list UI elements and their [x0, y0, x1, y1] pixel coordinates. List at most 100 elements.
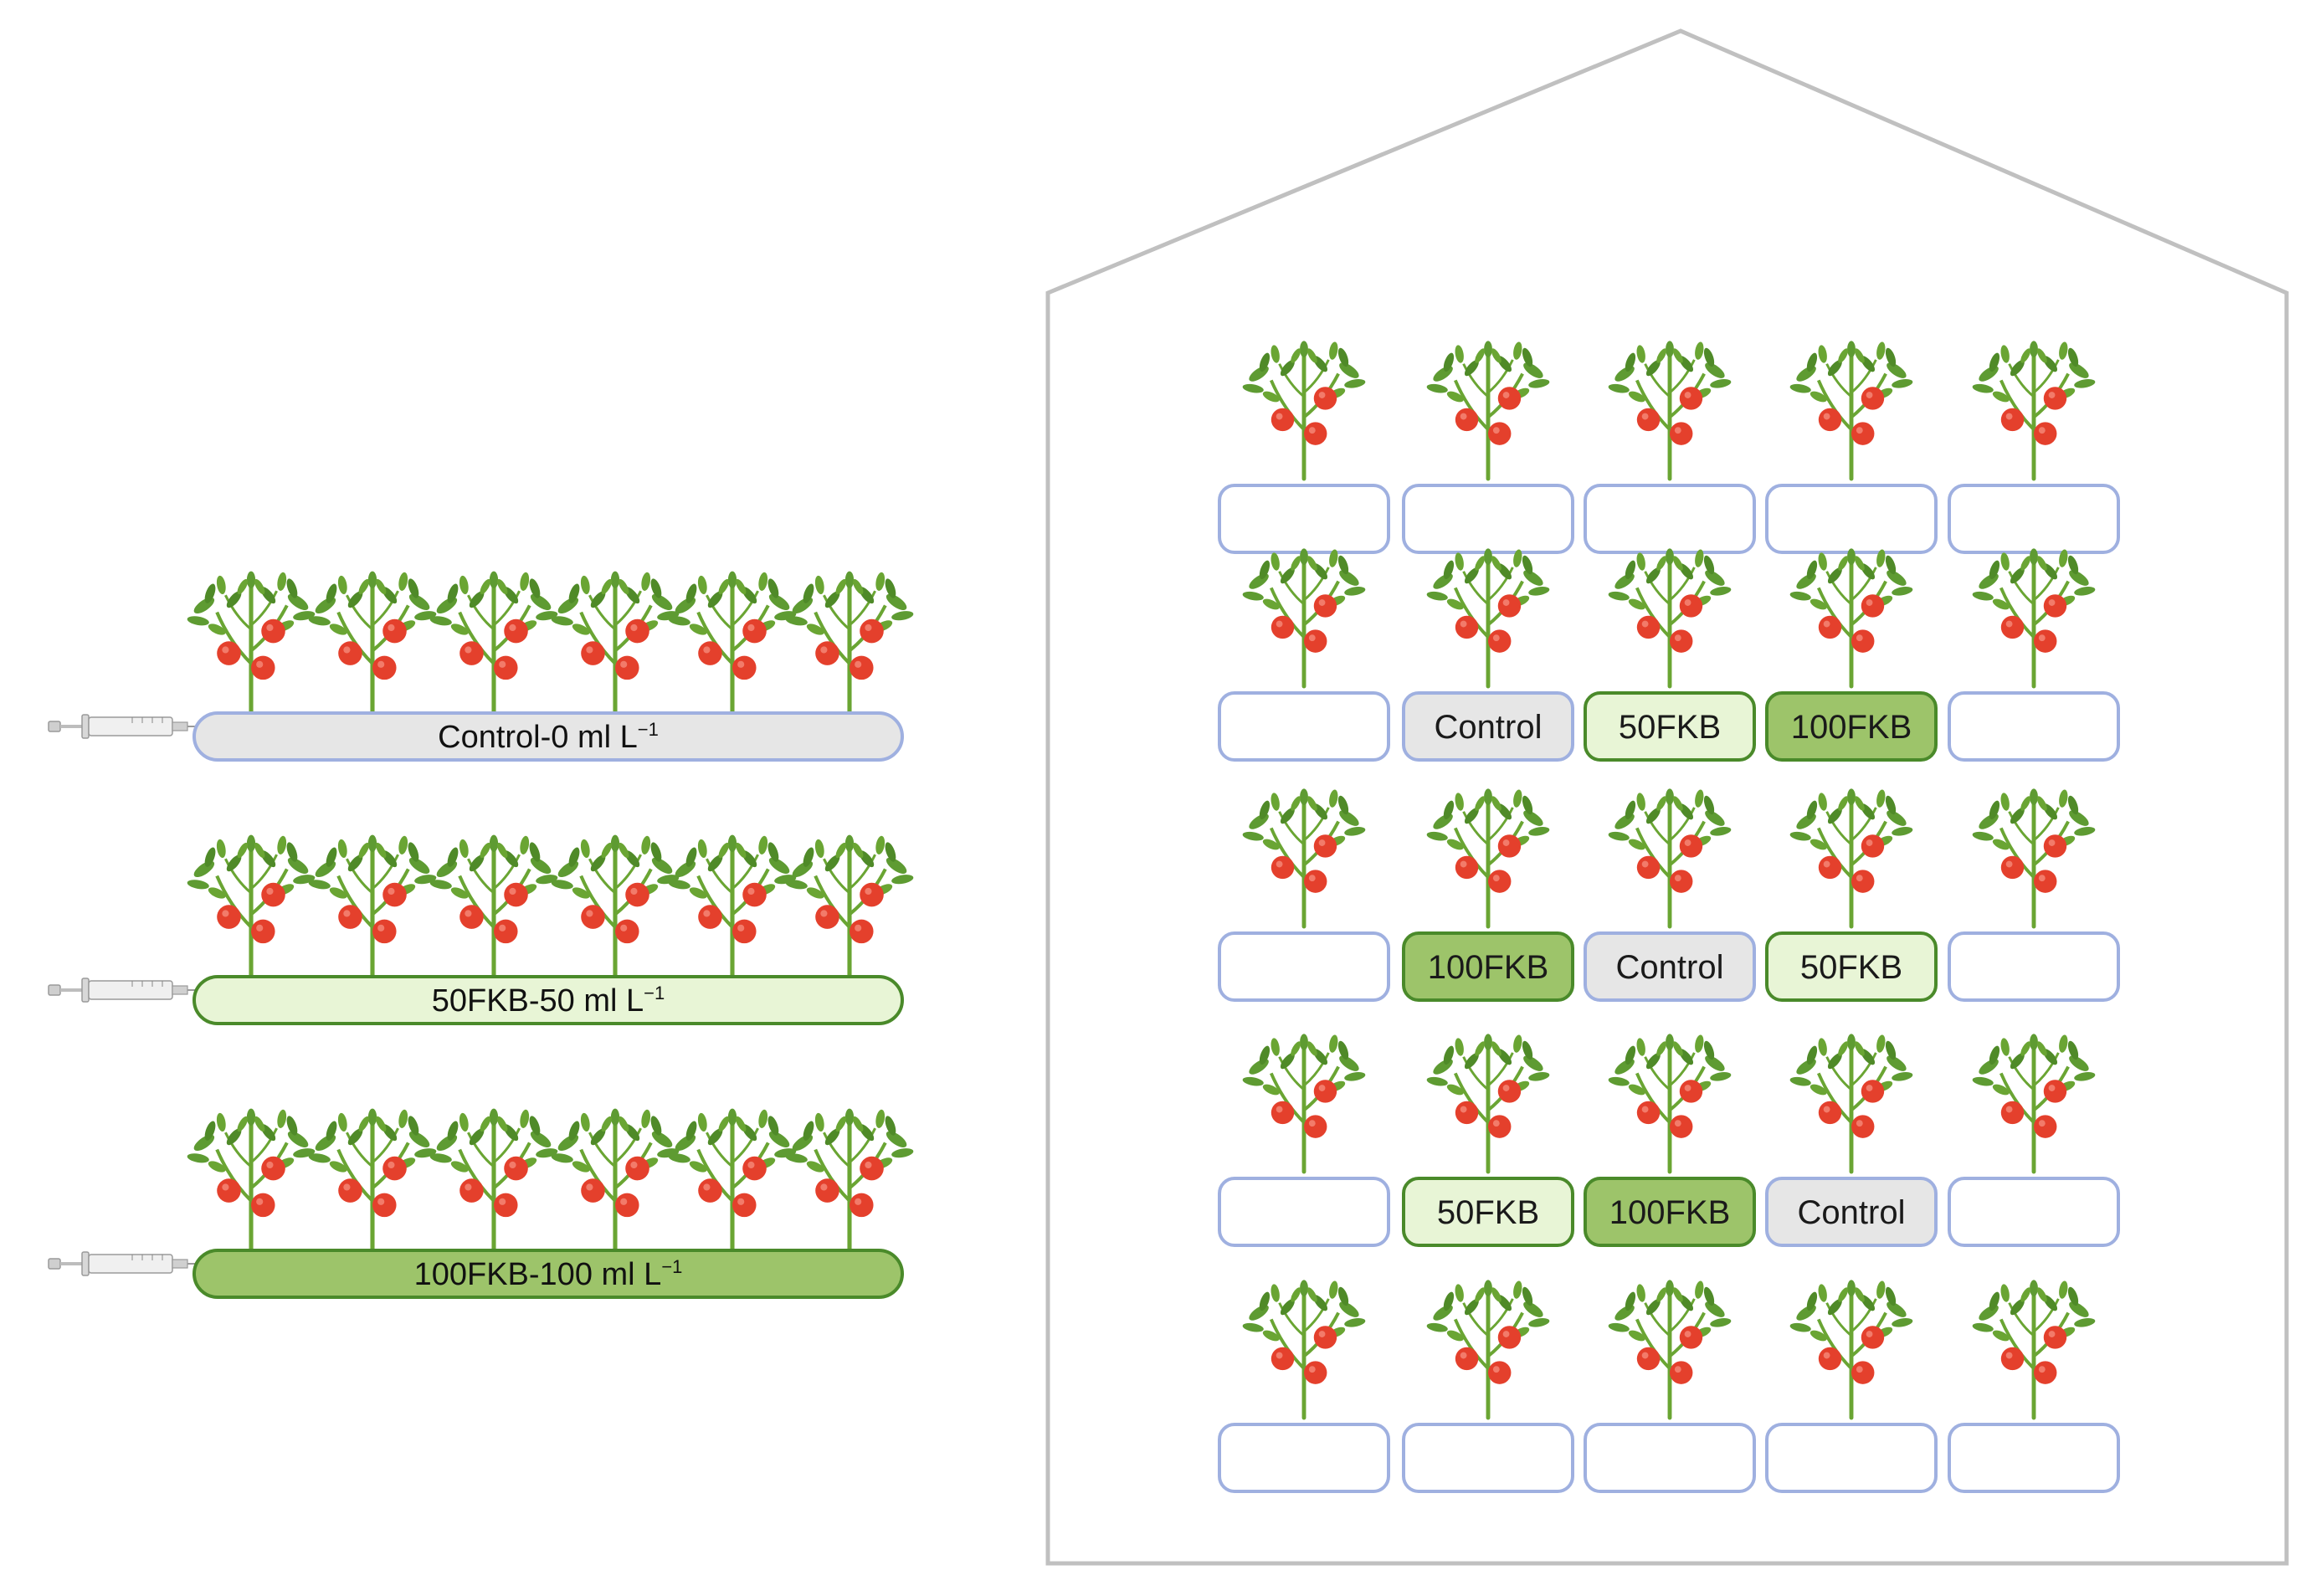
plot-box: [1765, 484, 1938, 554]
plot-label: 100FKB: [1428, 949, 1549, 986]
plot-box: [1584, 1177, 1756, 1247]
tomato-plant: [551, 1109, 680, 1252]
tomato-plant: [187, 572, 316, 715]
tomato-plant: [1972, 1280, 2096, 1418]
tomato-plant: [1789, 548, 1913, 686]
plot-box: [1948, 691, 2120, 762]
tomato-plant: [1242, 1280, 1366, 1418]
plot-box: [1402, 1423, 1574, 1493]
syringe-icon: [48, 1251, 217, 1276]
tomato-plant: [1789, 1034, 1913, 1172]
treatment-row: 50FKB-50 ml L−1: [48, 835, 914, 1025]
plot-box: [1218, 1177, 1390, 1247]
plot-cell: [1218, 341, 1390, 554]
tomato-plant: [668, 1109, 797, 1252]
tomato-plant: [1789, 1280, 1913, 1418]
plot-box: [1584, 1423, 1756, 1493]
tomato-plant: [1789, 341, 1913, 479]
plot-box: [1948, 1423, 2120, 1493]
tomato-plant: [1426, 341, 1550, 479]
tomato-plant: [308, 835, 437, 978]
plot-box: [1948, 1177, 2120, 1247]
plot-cell: 50FKB: [1584, 548, 1756, 762]
plot-cell: [1948, 341, 2120, 554]
plot-box: [1402, 484, 1574, 554]
plot-label: Control: [1616, 949, 1724, 986]
treatment-bar: [192, 1249, 904, 1299]
plot-box: [1402, 1177, 1574, 1247]
tomato-plant: [1972, 1034, 2096, 1172]
tomato-plant: [1789, 788, 1913, 926]
tomato-plant: [785, 835, 914, 978]
tomato-plant: [785, 1109, 914, 1252]
plot-box: [1765, 1177, 1938, 1247]
plot-cell: [1402, 341, 1574, 554]
tomato-plant: [1608, 341, 1732, 479]
unit-superscript: −1: [661, 1256, 682, 1277]
plot-cell: [1402, 1280, 1574, 1493]
treatment-bar: [192, 711, 904, 762]
plot-box: [1218, 691, 1390, 762]
tomato-plant: [429, 572, 558, 715]
plot-box: [1948, 484, 2120, 554]
treatment-rows: Control-0 ml L−1 50FKB-50 ml L−1 100FKB-10…: [48, 572, 914, 1299]
plot-cell: Control: [1765, 1034, 1938, 1247]
plot-label: 50FKB: [1619, 709, 1721, 746]
treatment-label: 50FKB-50 ml L−1: [432, 983, 665, 1019]
tomato-plant: [1426, 1034, 1550, 1172]
plot-label: Control: [1435, 709, 1543, 746]
tomato-plant: [308, 1109, 437, 1252]
plot-label: 100FKB: [1609, 1194, 1731, 1231]
plot-cell: [1584, 341, 1756, 554]
plot-box: [1584, 931, 1756, 1002]
treatment-bar: [192, 975, 904, 1025]
plot-cell: 100FKB: [1765, 548, 1938, 762]
tomato-plant: [308, 572, 437, 715]
plot-cell: [1218, 1280, 1390, 1493]
plot-box: [1218, 931, 1390, 1002]
unit-superscript: −1: [638, 719, 659, 740]
tomato-plant: [1242, 341, 1366, 479]
plot-cell: 50FKB: [1402, 1034, 1574, 1247]
plot-cell: Control: [1402, 548, 1574, 762]
treatment-label: 100FKB-100 ml L−1: [414, 1256, 683, 1292]
syringe-icon: [48, 978, 217, 1003]
treatment-row: 100FKB-100 ml L−1: [48, 1109, 914, 1299]
unit-superscript: −1: [644, 983, 665, 1003]
plot-box: [1402, 931, 1574, 1002]
treatment-label: Control-0 ml L−1: [438, 719, 659, 755]
plot-cell: [1218, 1034, 1390, 1247]
syringe-icon: [48, 714, 217, 739]
greenhouse-layout: Control 50FKB 100FKB 100FKB Control 50FKB 50FK…: [1045, 28, 2289, 1566]
plot-label: 50FKB: [1437, 1194, 1539, 1231]
plot-label: 100FKB: [1791, 709, 1912, 746]
tomato-plant: [1608, 788, 1732, 926]
tomato-plant: [1242, 788, 1366, 926]
plot-box: [1948, 931, 2120, 1002]
tomato-plant: [1426, 1280, 1550, 1418]
plot-box: [1218, 484, 1390, 554]
plot-cell: [1948, 548, 2120, 762]
plot-cell: [1218, 788, 1390, 1002]
plot-box: [1218, 1423, 1390, 1493]
plot-box: [1765, 931, 1938, 1002]
tomato-plant: [187, 1109, 316, 1252]
tomato-plant: [1426, 548, 1550, 686]
plot-box: [1765, 1423, 1938, 1493]
tomato-plant: [551, 572, 680, 715]
tomato-plant: [1608, 1280, 1732, 1418]
greenhouse-outline: [1045, 28, 2289, 1566]
plot-cell: 100FKB: [1584, 1034, 1756, 1247]
plot-cell: 50FKB: [1765, 788, 1938, 1002]
plot-cell: [1765, 341, 1938, 554]
tomato-plant: [429, 1109, 558, 1252]
plot-label: Control: [1798, 1194, 1906, 1231]
tomato-plant: [1242, 1034, 1366, 1172]
tomato-plant: [187, 835, 316, 978]
tomato-plant: [551, 835, 680, 978]
tomato-plant: [429, 835, 558, 978]
tomato-plant: [1972, 341, 2096, 479]
treatment-row: Control-0 ml L−1: [48, 572, 914, 762]
